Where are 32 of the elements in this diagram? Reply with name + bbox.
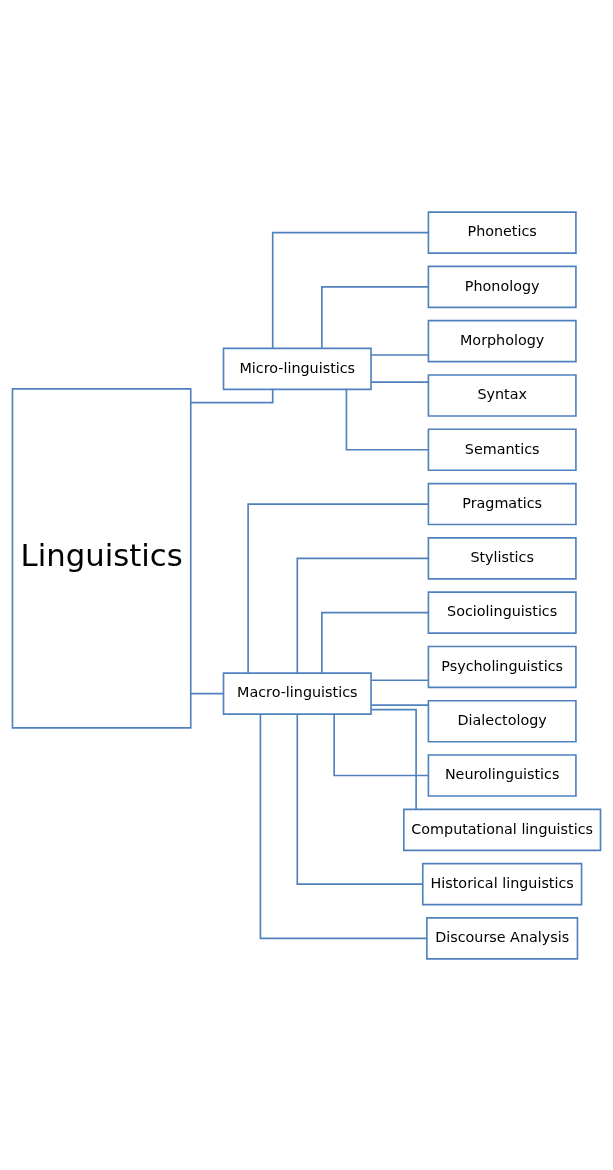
connector — [370, 678, 430, 681]
node-box: Computational linguistics — [403, 808, 602, 851]
node-box: Micro-linguistics — [222, 347, 372, 390]
connector — [321, 285, 430, 349]
node-box: Phonology — [427, 265, 577, 308]
node-box: Dialectology — [427, 699, 577, 743]
connector — [345, 388, 429, 451]
node-box: Sociolinguistics — [427, 590, 577, 634]
connector — [190, 692, 225, 694]
node-box: Psycholinguistics — [427, 645, 577, 688]
connector — [370, 380, 430, 383]
node-box: Linguistics — [11, 387, 192, 729]
connector — [333, 712, 429, 776]
node-box: Macro-linguistics — [222, 671, 372, 715]
connector — [296, 557, 429, 674]
node-box: Semantics — [427, 427, 577, 471]
connector — [247, 502, 430, 674]
connector — [296, 713, 424, 885]
connector — [259, 713, 428, 939]
node-box: Pragmatics — [427, 482, 577, 525]
connector — [271, 231, 430, 349]
node-box: Phonetics — [427, 210, 577, 254]
node-box: Syntax — [427, 373, 577, 417]
node-box: Stylistics — [427, 536, 577, 580]
connector — [321, 611, 430, 674]
node-box: Morphology — [427, 319, 577, 362]
connector — [370, 708, 417, 810]
connector — [370, 703, 430, 706]
node-box: Neurolinguistics — [427, 753, 577, 797]
node-box: Historical linguistics — [421, 862, 583, 905]
connector — [370, 353, 430, 356]
node-box: Discourse Analysis — [426, 916, 579, 960]
